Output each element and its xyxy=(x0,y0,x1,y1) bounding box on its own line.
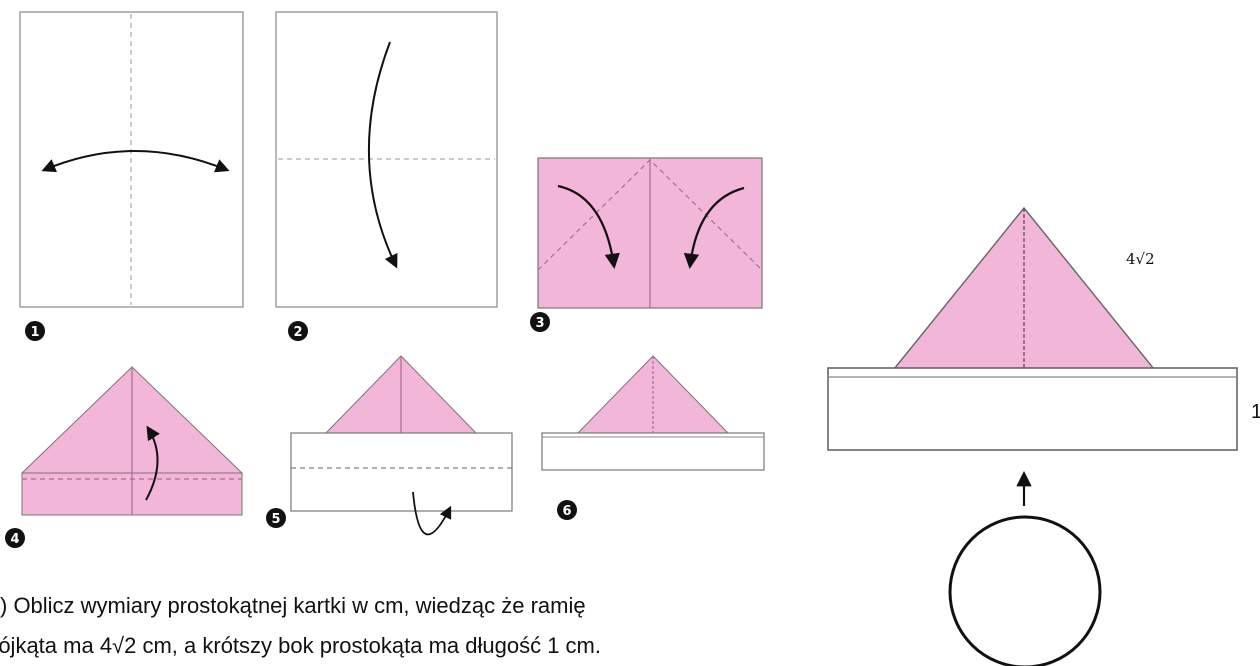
step-1-figure: 1 xyxy=(19,11,244,341)
step-2-fold-arrow xyxy=(368,41,398,269)
step-5-strip xyxy=(290,432,513,512)
big-hat-side-label: 4√2 xyxy=(1126,250,1155,268)
step-2-badge: 2 xyxy=(288,321,308,341)
answer-circle xyxy=(948,515,1102,666)
step-3-fold-diagonals xyxy=(537,159,763,271)
step-5-figure: 5 xyxy=(266,355,513,536)
step-5-fold-arrow xyxy=(412,491,452,536)
step-3-right-arrow xyxy=(683,186,745,270)
step-4-number: 4 xyxy=(10,532,19,547)
big-hat-height-label: 1 xyxy=(1251,401,1260,423)
step-4-fold-arrow xyxy=(145,425,160,501)
step-6-strip xyxy=(541,432,765,471)
step-1-fold-arrow xyxy=(41,150,230,173)
task-line-2: rójkąta ma 4√2 cm, a krótszy bok prostok… xyxy=(0,633,601,658)
big-hat-figure: 4√2 1 xyxy=(827,206,1260,666)
task-line-1: ) Oblicz wymiary prostokątnej kartki w c… xyxy=(0,593,586,618)
step-6-badge: 6 xyxy=(557,500,577,520)
big-hat-brim xyxy=(827,367,1238,451)
step-3-left-arrow xyxy=(557,184,620,270)
step-1-number: 1 xyxy=(30,325,39,340)
step-1-badge: 1 xyxy=(25,321,45,341)
step-4-badge: 4 xyxy=(5,528,25,548)
step-5-badge: 5 xyxy=(266,508,286,528)
step-6-figure: 6 xyxy=(541,355,765,520)
step-4-figure: 4 xyxy=(5,366,244,548)
step-2-number: 2 xyxy=(293,325,302,340)
step-3-badge: 3 xyxy=(530,312,550,332)
step-5-number: 5 xyxy=(271,512,280,527)
step-3-figure: 3 xyxy=(530,157,763,332)
step-2-figure: 2 xyxy=(275,11,498,341)
step-3-number: 3 xyxy=(535,316,544,331)
step-6-number: 6 xyxy=(562,504,571,519)
task-text: ) Oblicz wymiary prostokątnej kartki w c… xyxy=(0,586,800,666)
